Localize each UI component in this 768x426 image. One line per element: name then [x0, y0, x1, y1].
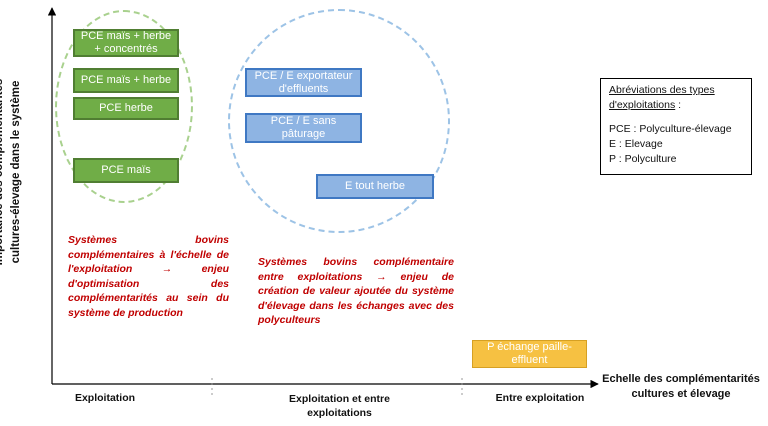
x-tick-entre-exploitation: Entre exploitation [495, 392, 585, 404]
x-axis-label-line1: Echelle des complémentarités [602, 373, 760, 385]
between-group-ellipse [228, 9, 450, 233]
box-pce-e-sans-paturage: PCE / E sans pâturage [245, 113, 362, 143]
farm-group-description: Systèmes bovins complémentaires à l'éche… [68, 234, 229, 319]
x-tick-exploitation: Exploitation [74, 392, 136, 404]
box-pce-mais-herbe-concentres: PCE maïs + herbe + concentrés [73, 29, 179, 57]
box-pce-herbe: PCE herbe [73, 97, 179, 120]
between-group-description: Systèmes bovins complémentaire entre exp… [258, 256, 454, 326]
x-tick-exploitation-et-entre: Exploitation et entre exploitations [289, 393, 390, 419]
legend-title-suffix: : [675, 99, 682, 111]
abbreviations-legend: Abréviations des types d'exploitations :… [600, 78, 752, 175]
box-pce-mais: PCE maïs [73, 158, 179, 183]
farm-group-ellipse [55, 10, 193, 203]
legend-item-p: P : Polyculture [609, 153, 677, 165]
x-axis-label-line2: cultures et élevage [631, 388, 731, 400]
box-e-tout-herbe: E tout herbe [316, 174, 434, 199]
legend-item-e: E : Elevage [609, 138, 663, 150]
legend-title-line2: d'exploitations [609, 99, 676, 111]
legend-title-line1: Abréviations des types [609, 84, 715, 96]
box-pce-mais-herbe: PCE maïs + herbe [73, 68, 179, 93]
x-axis-label: Echelle des complémentarités cultures et… [596, 372, 766, 402]
box-p-echange-paille-effluent: P échange paille-effluent [472, 340, 587, 368]
legend-item-pce: PCE : Polyculture-élevage [609, 123, 732, 135]
box-pce-e-exportateur: PCE / E exportateur d'effluents [245, 68, 362, 97]
